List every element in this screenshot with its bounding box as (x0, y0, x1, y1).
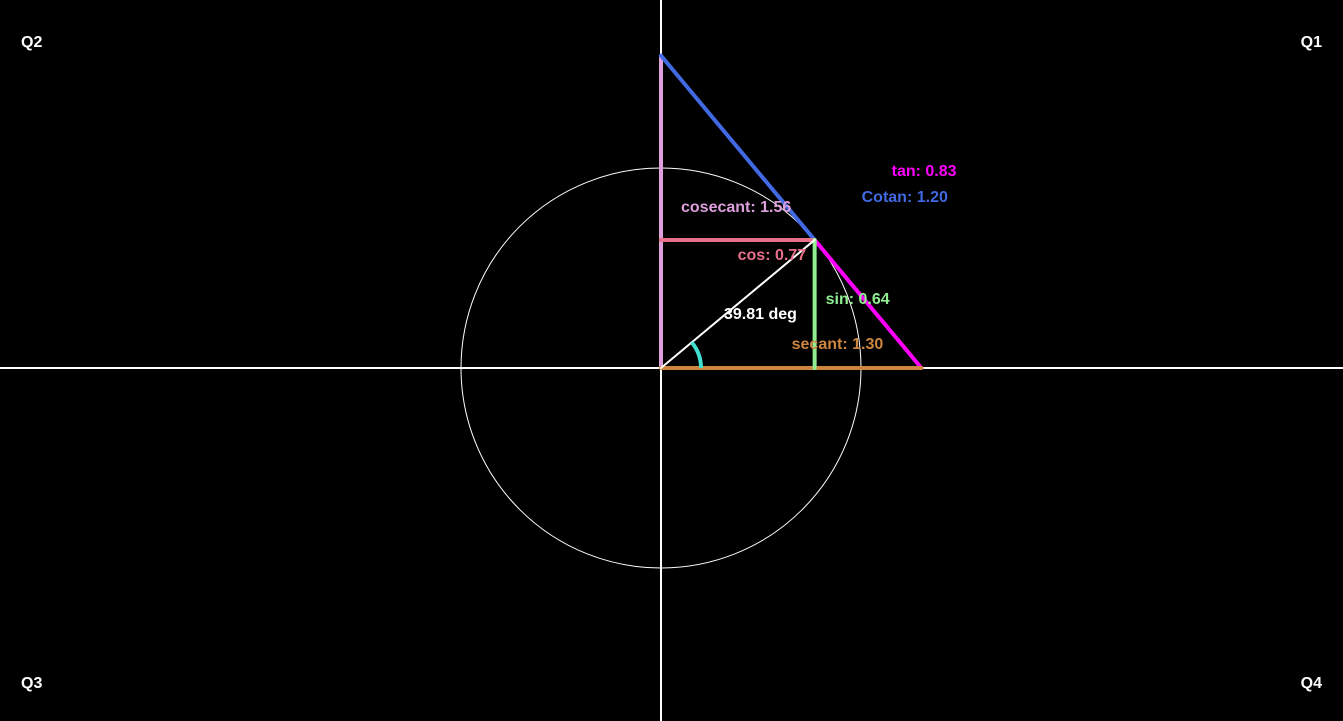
radius-line (660, 238, 816, 369)
quadrant-label-q3: Q3 (21, 675, 43, 692)
quadrant-label-q1: Q1 (1300, 34, 1322, 51)
angle-arc (690, 341, 703, 369)
sin-label: sin: 0.64 (826, 291, 890, 308)
cos-label: cos: 0.77 (738, 247, 807, 264)
cosecant-label: cosecant: 1.56 (681, 199, 791, 216)
quadrant-label-q2: Q2 (21, 34, 43, 51)
cotangent-segment (659, 53, 817, 242)
tangent-segment (812, 237, 924, 370)
tan-label: tan: 0.83 (892, 163, 957, 180)
quadrant-label-q4: Q4 (1300, 675, 1322, 692)
angle-label: 39.81 deg (724, 306, 797, 323)
secant-label: secant: 1.30 (792, 336, 884, 353)
cotan-label: Cotan: 1.20 (862, 189, 948, 206)
